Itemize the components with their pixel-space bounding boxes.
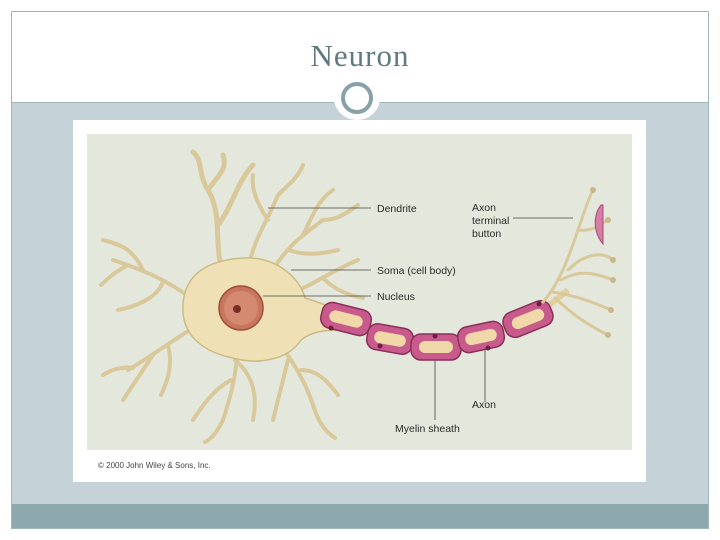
terminal-buttons	[590, 187, 616, 338]
label-dendrite: Dendrite	[377, 203, 417, 215]
figure-panel	[87, 134, 632, 450]
label-myelin-sheath: Myelin sheath	[395, 423, 460, 435]
nucleolus	[233, 305, 241, 313]
synapse-target	[594, 204, 604, 246]
label-nucleus: Nucleus	[377, 291, 415, 303]
label-axon-terminal-line2: terminal	[472, 215, 509, 227]
myelin-sheath	[319, 299, 554, 361]
label-axon: Axon	[472, 399, 496, 411]
label-axon-terminal-line3: button	[472, 228, 501, 240]
copyright-text: © 2000 John Wiley & Sons, Inc.	[98, 461, 211, 470]
leader-lines	[263, 207, 573, 420]
neuron-diagram: Dendrite Soma (cell body) Nucleus Axon t…	[87, 134, 632, 470]
label-soma: Soma (cell body)	[377, 265, 456, 277]
divider-circle-icon	[341, 82, 373, 114]
bottom-band	[12, 504, 708, 528]
neuron-figure: Dendrite Soma (cell body) Nucleus Axon t…	[73, 120, 646, 482]
schwann-nuclei	[328, 301, 542, 351]
label-axon-terminal-line1: Axon	[472, 202, 496, 214]
slide: Neuron	[11, 11, 709, 529]
dendrites	[99, 149, 365, 444]
slide-title: Neuron	[310, 38, 410, 73]
nucleus-inner	[224, 291, 258, 325]
